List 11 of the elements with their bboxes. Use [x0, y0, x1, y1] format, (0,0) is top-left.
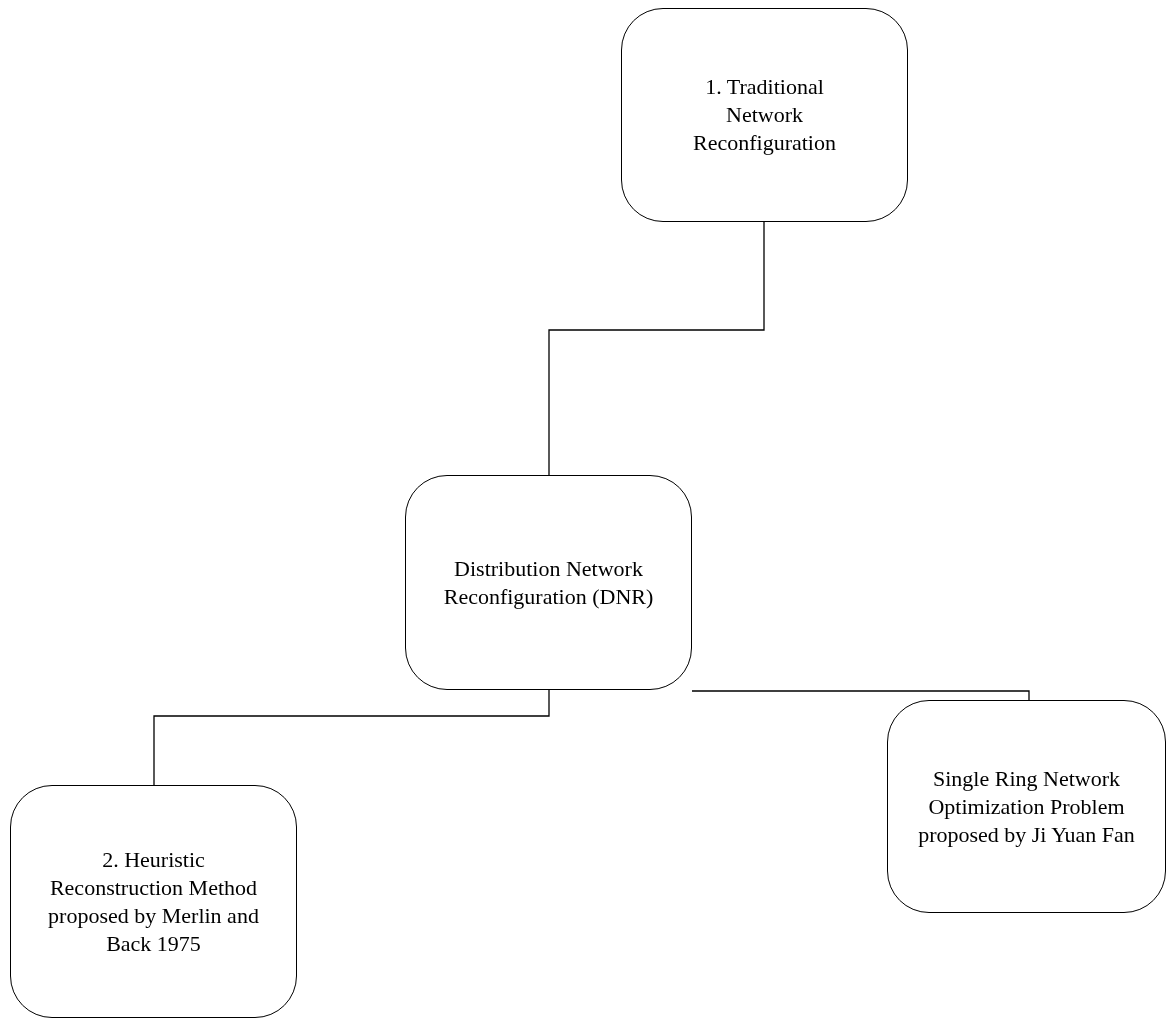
- connector-line: [153, 689, 550, 786]
- node-label: 2. Heuristic Reconstruction Method proposed by Merlin and Back 1975: [47, 845, 260, 958]
- connector-line: [691, 690, 1030, 701]
- rounded-box: [887, 700, 1166, 913]
- rounded-box: [621, 8, 908, 222]
- connector-line: [548, 221, 765, 476]
- rounded-box: [10, 785, 297, 1018]
- node-label: Single Ring Network Optimization Problem proposed by Ji Yuan Fan: [917, 764, 1136, 849]
- rounded-box: [405, 475, 692, 690]
- node-label: 1. Traditional Network Reconfiguration: [692, 73, 837, 157]
- node-label: Distribution Network Reconfiguration (DNR): [442, 554, 655, 611]
